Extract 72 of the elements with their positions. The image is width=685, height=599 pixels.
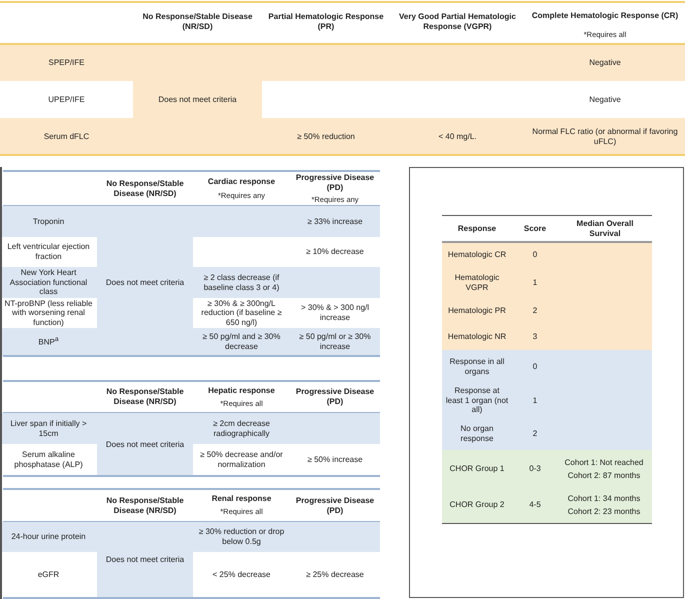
criteria-text: ≥ 2cm decrease radiographically <box>212 418 271 438</box>
criteria-text: Negative <box>589 94 621 104</box>
score-value: 0 <box>532 362 538 372</box>
criteria-text: Cohort 2: 87 months <box>568 470 640 480</box>
row-label: Hematologic PR <box>448 306 506 316</box>
score-value: 3 <box>532 332 538 342</box>
score-value: 1 <box>532 278 538 288</box>
criteria-text: ≥ 30% reduction or drop below 0.5g <box>198 527 286 547</box>
column-heading: No Response/Stable Disease (NR/SD) <box>105 387 185 407</box>
criteria-text: < 25% decrease <box>212 570 271 580</box>
column-heading: Progressive Disease (PD) <box>294 173 376 193</box>
criteria-text: ≥ 50% increase <box>307 455 363 465</box>
column-heading: Median Overall Survival <box>576 219 634 239</box>
row-label: Hematologic CR <box>448 250 506 260</box>
row-label: eGFR <box>38 570 60 580</box>
column-heading: Very Good Partial Hematologic Response (VGPR) <box>398 12 517 32</box>
row-label: Response at least 1 organ (not all) <box>445 386 509 415</box>
score-value: 1 <box>532 396 538 406</box>
score-value: 4-5 <box>529 500 541 510</box>
criteria-text: ≥ 33% increase <box>307 216 363 226</box>
row-label: 24-hour urine protein <box>11 532 86 542</box>
column-heading: Progressive Disease (PD) <box>294 496 376 516</box>
column-heading: Renal response <box>212 494 272 504</box>
column-heading: Response <box>458 224 496 234</box>
row-label: Hematologic VGPR <box>454 273 500 293</box>
row-label: No organ response <box>460 424 494 444</box>
row-label: SPEP/IFE <box>48 58 84 68</box>
row-label: Hematologic NR <box>448 332 506 342</box>
column-heading: Partial Hematologic Response (PR) <box>267 12 385 32</box>
column-heading: No Response/Stable Disease (NR/SD) <box>105 179 185 199</box>
column-heading: Cardiac response <box>208 176 276 186</box>
criteria-text: Normal FLC ratio (or abnormal if favoring uFLC) <box>531 126 679 146</box>
row-label: BNP$^{a}$ <box>38 336 59 348</box>
criteria-text: Cohort 1: Not reached <box>564 458 644 468</box>
criteria-text: ≥ 10% decrease <box>306 247 364 257</box>
criteria-text: Does not meet criteria <box>106 278 184 288</box>
criteria-text: < 40 mg/L. <box>438 132 477 142</box>
criteria-text: ≥ 30% & ≥ 300ng/L reduction (if baseline ≥ 650 ng/l) <box>200 298 283 328</box>
score-value: 2 <box>532 429 538 439</box>
row-label: Serum dFLC <box>44 132 90 142</box>
row-label: Response in all organs <box>448 356 506 376</box>
criteria-text: > 30% & > 300 ng/l increase <box>300 303 370 323</box>
row-label: NT-proBNP (less reliable with worsening renal function) <box>4 298 94 328</box>
criteria-text: ≥ 50 pg/ml or ≥ 30% increase <box>298 332 372 352</box>
score-value: 0-3 <box>529 464 541 474</box>
column-heading: Hepatic response <box>208 386 275 396</box>
column-heading: No Response/Stable Disease (NR/SD) <box>142 12 254 32</box>
row-label: Troponin <box>32 216 64 226</box>
criteria-text: ≥ 50% reduction <box>297 132 355 142</box>
column-heading: Score <box>524 224 546 234</box>
criteria-text: Does not meet criteria <box>106 555 184 565</box>
row-label: CHOR Group 2 <box>450 500 504 510</box>
row-label: UPEP/IFE <box>48 94 85 104</box>
criteria-text: Cohort 1: 34 months <box>568 494 640 504</box>
criteria-text: Does not meet criteria <box>158 94 237 104</box>
row-label: CHOR Group 1 <box>450 464 504 474</box>
row-label: Left ventricular ejection fraction <box>6 242 91 262</box>
row-label: New York Heart Association functional class <box>8 268 88 297</box>
column-heading: Progressive Disease (PD) <box>294 387 376 407</box>
column-heading: Complete Hematologic Response (CR) <box>532 11 678 21</box>
criteria-text: ≥ 50 pg/ml and ≥ 30% decrease <box>202 332 282 352</box>
column-heading: No Response/Stable Disease (NR/SD) <box>105 496 185 516</box>
row-label: Serum alkaline phosphatase (ALP) <box>13 450 84 470</box>
row-label: Liver span if initially > 15cm <box>9 418 88 438</box>
criteria-text: Negative <box>589 58 621 68</box>
criteria-text: Does not meet criteria <box>106 440 184 450</box>
score-value: 2 <box>532 306 538 316</box>
criteria-text: ≥ 50% decrease and/or normalization <box>199 450 284 470</box>
criteria-text: ≥ 2 class decrease (if baseline class 3 or 4) <box>202 272 280 292</box>
criteria-text: Cohort 2: 23 months <box>568 506 640 516</box>
criteria-text: ≥ 25% decrease <box>306 570 364 580</box>
score-value: 0 <box>532 250 538 260</box>
